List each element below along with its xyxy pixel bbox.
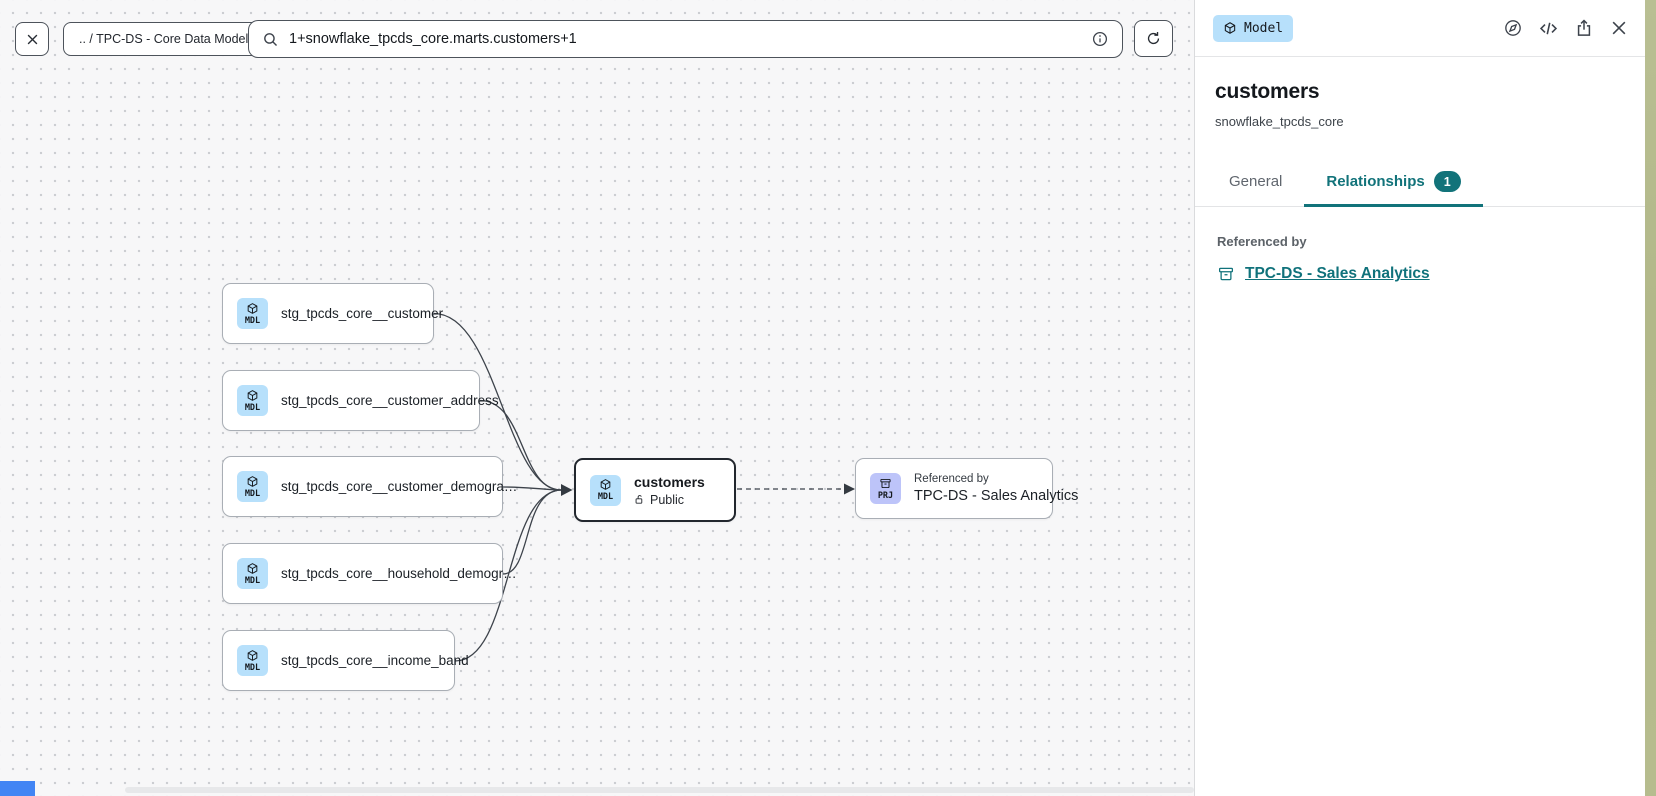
resource-type-label: Model [1244,20,1284,36]
graph-node-upstream-model[interactable]: MDL stg_tpcds_core__income_band [222,630,469,691]
graph-node-upstream-model[interactable]: MDL stg_tpcds_core__customer_address [222,370,499,431]
model-resource-badge: MDL [237,385,268,416]
node-label: stg_tpcds_core__household_demogr… [281,566,517,581]
node-label: stg_tpcds_core__customer_address [281,393,499,408]
resource-type-badge: Model [1213,14,1294,42]
explore-compass-button[interactable] [1503,18,1523,38]
view-code-button[interactable] [1538,18,1559,39]
package-name: snowflake_tpcds_core [1215,114,1344,129]
refresh-icon [1147,32,1160,45]
compass-icon [1505,20,1521,36]
panel-header: Model [1195,0,1645,57]
breadcrumb-label: .. / TPC-DS - Core Data Models [79,32,255,46]
search-input[interactable] [289,31,1081,47]
search-icon [264,32,278,46]
node-title: customers [634,473,705,490]
cube-icon [247,389,258,401]
project-resource-badge: PRJ [870,473,901,504]
badge-label: MDL [244,662,261,673]
relationships-count-badge: 1 [1433,171,1461,192]
tab-relationships[interactable]: Relationships 1 [1304,162,1483,207]
close-panel-button[interactable] [1609,18,1629,38]
model-resource-badge: MDL [590,474,621,506]
scrollbar-blue-thumb[interactable] [0,781,35,796]
breadcrumb[interactable]: .. / TPC-DS - Core Data Models [63,22,271,56]
panel-title-block: customers snowflake_tpcds_core [1195,57,1645,129]
tab-label: Relationships [1326,173,1425,190]
relationships-tab-content: Referenced by TPC-DS - Sales Analytics [1195,207,1645,315]
node-text: customers Public [634,474,705,507]
node-text: Referenced by TPC-DS - Sales Analytics [914,473,1078,504]
referenced-by-section-label: Referenced by [1217,234,1307,249]
graph-node-referencing-project[interactable]: PRJ Referenced by TPC-DS - Sales Analyti… [855,458,1078,519]
node-kicker: Referenced by [914,473,989,485]
model-resource-badge: MDL [237,558,268,589]
tab-general[interactable]: General [1207,162,1304,207]
badge-label: MDL [597,492,614,502]
archive-icon [1218,267,1234,281]
badge-label: PRJ [877,490,894,501]
graph-node-customers-selected[interactable]: MDL customers Public [574,458,736,522]
tab-label: General [1229,173,1283,190]
archive-icon [880,478,891,488]
badge-label: MDL [244,488,261,499]
horizontal-scrollbar[interactable] [125,787,1194,793]
node-title: TPC-DS - Sales Analytics [914,488,1079,504]
page-title: customers [1215,80,1320,103]
graph-node-upstream-model[interactable]: MDL stg_tpcds_core__customer_demogra… [222,456,517,517]
cube-icon [247,475,258,487]
graph-node-upstream-model[interactable]: MDL stg_tpcds_core__customer [222,283,443,344]
close-icon [27,34,37,44]
edge-arrowhead-out [844,483,855,495]
share-icon [1577,19,1591,36]
cube-icon [1224,22,1236,34]
badge-label: MDL [244,402,261,413]
unlocked-lock-icon [635,495,643,504]
panel-tabs: General Relationships 1 [1195,162,1645,207]
edge-arrowhead-in [561,484,573,496]
edge-upstream-4 [502,489,562,575]
referencing-project-link[interactable]: TPC-DS - Sales Analytics [1217,265,1430,283]
info-icon[interactable] [1091,30,1109,48]
cube-icon [247,302,258,314]
node-label: stg_tpcds_core__income_band [281,653,469,668]
search-box[interactable] [248,20,1123,58]
graph-node-upstream-model[interactable]: MDL stg_tpcds_core__household_demogr… [222,543,517,604]
access-label: Public [650,492,685,507]
cube-icon [247,649,258,661]
model-resource-badge: MDL [237,645,268,676]
cube-icon [600,479,611,490]
lineage-edges [433,312,855,662]
link-label: TPC-DS - Sales Analytics [1245,265,1430,282]
badge-label: MDL [244,575,261,586]
model-resource-badge: MDL [237,471,268,502]
model-resource-badge: MDL [237,298,268,329]
node-label: stg_tpcds_core__customer [281,306,444,321]
node-access-row: Public [634,493,705,507]
code-icon [1539,22,1558,34]
badge-label: MDL [244,315,261,326]
panel-header-actions [1503,18,1629,39]
cube-icon [247,562,258,574]
share-button[interactable] [1574,18,1594,38]
close-lineage-button[interactable] [15,22,49,56]
node-label: stg_tpcds_core__customer_demogra… [281,479,518,494]
refresh-button[interactable] [1134,20,1173,57]
close-icon [1612,21,1626,35]
details-panel: Model customers snowflake_tpcds_core [1194,0,1645,796]
desktop-wallpaper-edge [1645,0,1656,796]
